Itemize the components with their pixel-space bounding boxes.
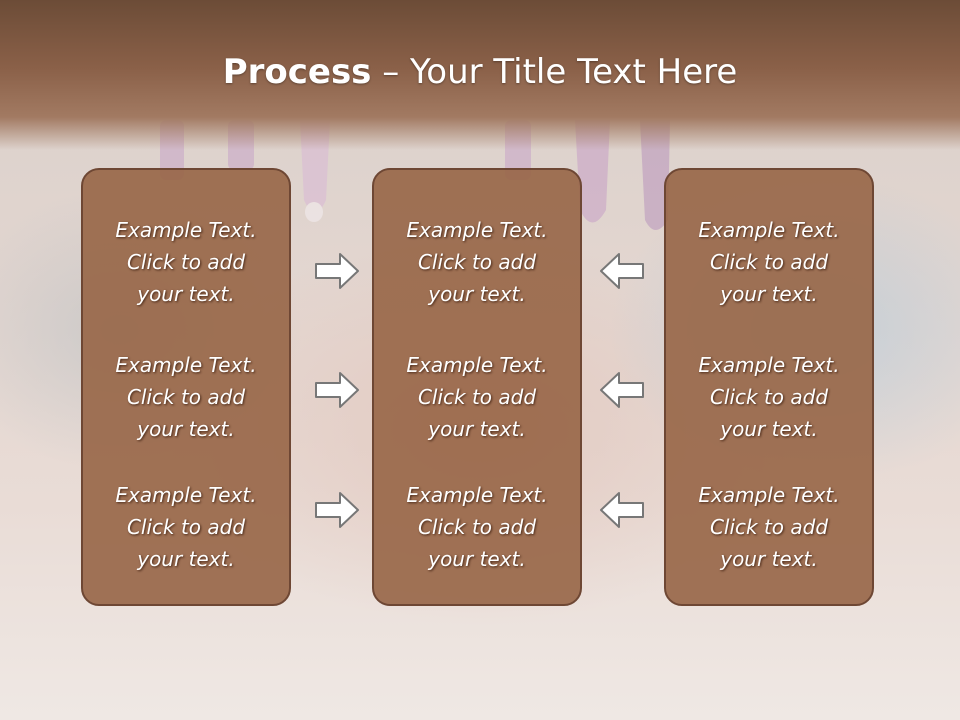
- process-box-right[interactable]: Example Text. Click to add your text. Ex…: [664, 168, 874, 606]
- arrow-left-icon: [600, 253, 644, 289]
- slide-title[interactable]: Process – Your Title Text Here: [0, 52, 960, 92]
- text-line: your text.: [428, 417, 526, 441]
- text-line: Click to add: [417, 515, 537, 539]
- text-line: Example Text.: [406, 483, 548, 507]
- arrow-right-icon: [315, 372, 359, 408]
- process-box-center[interactable]: Example Text. Click to add your text. Ex…: [372, 168, 582, 606]
- text-line: Click to add: [126, 385, 246, 409]
- title-bold: Process: [222, 52, 372, 92]
- text-line: your text.: [137, 547, 235, 571]
- text-line: Example Text.: [698, 483, 840, 507]
- text-line: Example Text.: [115, 483, 257, 507]
- text-line: your text.: [720, 282, 818, 306]
- text-block[interactable]: Example Text. Click to add your text.: [666, 479, 872, 575]
- text-line: Click to add: [126, 515, 246, 539]
- text-block[interactable]: Example Text. Click to add your text.: [83, 479, 289, 575]
- text-line: Example Text.: [115, 353, 257, 377]
- text-line: your text.: [428, 547, 526, 571]
- text-line: Example Text.: [406, 353, 548, 377]
- text-line: Click to add: [417, 250, 537, 274]
- text-line: your text.: [720, 417, 818, 441]
- text-line: Example Text.: [406, 218, 548, 242]
- text-line: Click to add: [709, 250, 829, 274]
- text-line: Click to add: [126, 250, 246, 274]
- text-line: Example Text.: [115, 218, 257, 242]
- text-block[interactable]: Example Text. Click to add your text.: [374, 479, 580, 575]
- text-block[interactable]: Example Text. Click to add your text.: [666, 214, 872, 310]
- arrow-left-icon: [600, 492, 644, 528]
- text-block[interactable]: Example Text. Click to add your text.: [374, 349, 580, 445]
- process-box-left[interactable]: Example Text. Click to add your text. Ex…: [81, 168, 291, 606]
- text-line: Example Text.: [698, 218, 840, 242]
- text-block[interactable]: Example Text. Click to add your text.: [83, 349, 289, 445]
- text-block[interactable]: Example Text. Click to add your text.: [666, 349, 872, 445]
- text-line: Click to add: [709, 515, 829, 539]
- text-line: Click to add: [417, 385, 537, 409]
- text-line: Click to add: [709, 385, 829, 409]
- text-line: your text.: [137, 417, 235, 441]
- text-line: Example Text.: [698, 353, 840, 377]
- title-banner: [0, 0, 960, 150]
- text-line: your text.: [428, 282, 526, 306]
- title-rest: – Your Title Text Here: [371, 52, 738, 92]
- text-line: your text.: [137, 282, 235, 306]
- arrow-right-icon: [315, 253, 359, 289]
- arrow-left-icon: [600, 372, 644, 408]
- text-block[interactable]: Example Text. Click to add your text.: [374, 214, 580, 310]
- text-line: your text.: [720, 547, 818, 571]
- text-block[interactable]: Example Text. Click to add your text.: [83, 214, 289, 310]
- arrow-right-icon: [315, 492, 359, 528]
